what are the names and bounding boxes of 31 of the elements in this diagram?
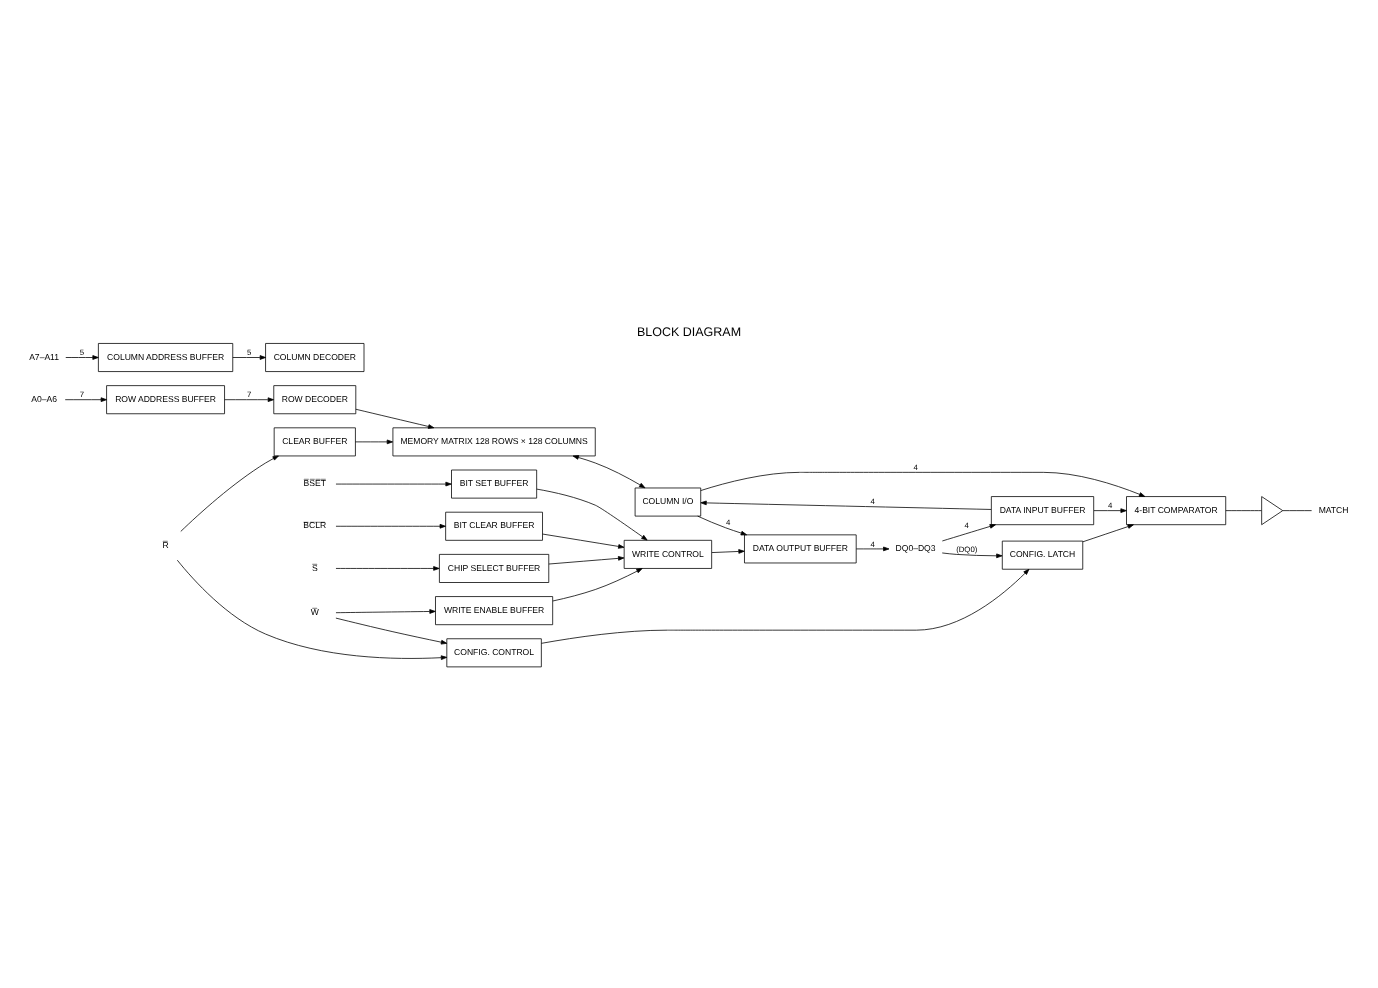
arrow — [64, 396, 107, 401]
connector — [1282, 509, 1313, 510]
arrow — [335, 616, 448, 644]
arrow — [1082, 523, 1134, 542]
arrow — [855, 545, 890, 551]
node-triangle — [1261, 495, 1284, 525]
arrow — [536, 487, 648, 540]
arrow — [176, 558, 448, 659]
arrow — [1093, 507, 1127, 512]
arrow — [541, 567, 1030, 643]
arrow — [941, 551, 1003, 558]
arrow — [335, 480, 452, 486]
arrow — [335, 565, 440, 570]
arrow — [355, 407, 435, 428]
arrow — [700, 470, 1146, 496]
arrow — [548, 555, 625, 564]
arrow — [711, 548, 745, 553]
arrow — [700, 499, 992, 509]
arrow — [941, 523, 996, 541]
arrow — [180, 454, 279, 531]
arrow — [335, 608, 436, 613]
arrow — [697, 514, 747, 535]
arrow — [572, 454, 646, 488]
connector — [1225, 509, 1262, 510]
arrow — [65, 354, 99, 359]
arrow — [232, 354, 266, 359]
arrow — [552, 567, 643, 601]
arrow — [355, 438, 393, 444]
arrow — [542, 532, 625, 548]
arrow — [335, 522, 446, 528]
arrow — [224, 396, 274, 401]
